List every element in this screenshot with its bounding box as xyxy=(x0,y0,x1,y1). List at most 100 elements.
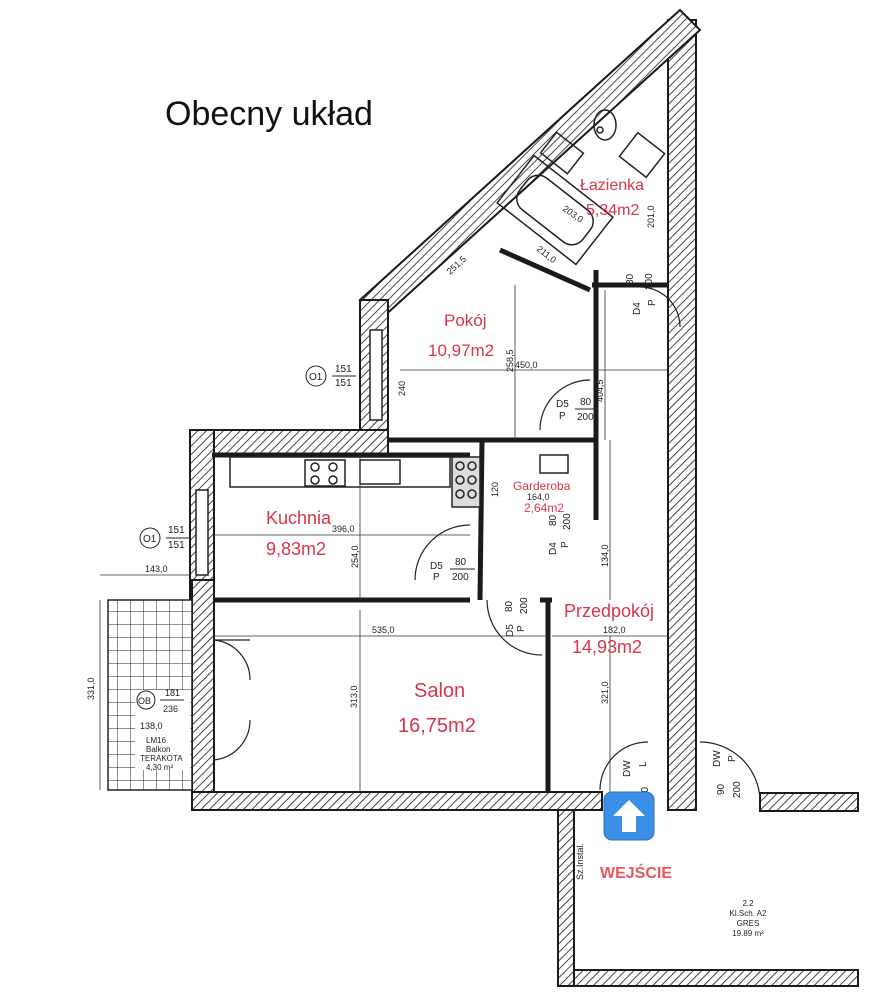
window-ob-h: 236 xyxy=(163,704,178,714)
room-area-garderoba: 2,64m2 xyxy=(524,501,564,515)
toilet xyxy=(593,109,617,141)
window-tag-o1-top: O1 151 151 xyxy=(305,364,356,389)
bottom-wall xyxy=(191,791,603,811)
svg-text:L: L xyxy=(638,761,649,767)
dim-254: 254,0 xyxy=(350,545,360,568)
diagonal-wall xyxy=(358,8,702,320)
dim-535: 535,0 xyxy=(372,625,395,635)
door-tag-dw-right: DW P 90 200 xyxy=(712,750,743,798)
svg-text:D5: D5 xyxy=(430,561,443,572)
svg-text:DW: DW xyxy=(712,750,723,767)
dim-321: 321,0 xyxy=(600,681,610,704)
svg-text:P: P xyxy=(560,541,571,548)
svg-text:200: 200 xyxy=(452,572,469,583)
svg-text:P: P xyxy=(647,299,658,306)
bathroom-fixtures xyxy=(496,109,666,266)
svg-text:OB: OB xyxy=(138,696,151,706)
svg-text:90: 90 xyxy=(716,783,727,795)
svg-text:80: 80 xyxy=(455,557,467,568)
dim-258: 258,5 xyxy=(505,349,515,372)
room-area-przedpokoj: 14,93m2 xyxy=(572,637,642,657)
svg-text:D4: D4 xyxy=(632,302,643,315)
up-arrow-icon xyxy=(613,800,645,832)
bottom-right-wall xyxy=(759,792,859,812)
page-title: Obecny układ xyxy=(165,95,373,133)
entrance-arrow xyxy=(603,791,655,841)
svg-text:200: 200 xyxy=(732,781,743,798)
svg-text:P: P xyxy=(433,572,440,583)
window-frames xyxy=(195,329,383,576)
dim-143: 143,0 xyxy=(145,564,168,574)
dim-138: 138,0 xyxy=(140,721,163,731)
dim-404: 404,5 xyxy=(595,379,605,402)
neighbor-floor: GRES xyxy=(737,919,760,928)
bathtub xyxy=(496,154,614,266)
dim-203: 203,0 xyxy=(561,203,585,224)
window-tag-ob: OB 181 236 xyxy=(136,688,184,714)
room-area-pokoj: 10,97m2 xyxy=(428,341,494,360)
dimension-lines xyxy=(99,285,668,792)
svg-text:P: P xyxy=(727,755,738,762)
svg-text:80: 80 xyxy=(504,600,515,612)
neighbor-type: Kl.Sch. A2 xyxy=(730,909,767,918)
interior-walls xyxy=(212,247,668,792)
room-area-salon: 16,75m2 xyxy=(398,715,476,737)
kitchen-counter xyxy=(229,454,569,508)
neighbor-area: 19.89 m² xyxy=(732,929,764,938)
dim-164: 164,0 xyxy=(527,492,550,502)
window-o1-kitchen-w: 151 xyxy=(168,525,185,536)
dim-120: 120 xyxy=(490,482,500,497)
room-name-garderoba: Garderoba xyxy=(513,479,571,493)
svg-text:DW: DW xyxy=(622,760,633,777)
neighbor-number: 2.2 xyxy=(742,899,754,908)
window-o1-kitchen-h: 151 xyxy=(168,540,185,551)
walls xyxy=(189,8,859,987)
svg-text:D4: D4 xyxy=(548,542,559,555)
wardrobe-sink xyxy=(539,454,569,474)
neighbor-room-info: 2.2 Kl.Sch. A2 GRES 19.89 m² xyxy=(730,899,767,938)
dim-201: 201,0 xyxy=(646,205,656,228)
room-area-kuchnia: 9,83m2 xyxy=(266,539,326,559)
window-tag-o1-kitchen: O1 151 151 xyxy=(139,525,190,551)
room-area-lazienka: 5,34m2 xyxy=(586,202,639,219)
salon-left-wall xyxy=(191,579,215,806)
room-name-salon: Salon xyxy=(414,680,465,702)
svg-text:P: P xyxy=(516,625,527,632)
window-o1-top-w: 151 xyxy=(335,364,352,375)
svg-text:D5: D5 xyxy=(505,624,516,637)
door-tag-d5-salon: D5 P 80 200 xyxy=(504,597,530,637)
door-tag-d5-room: D5 P 80 200 xyxy=(556,397,598,423)
dim-396: 396,0 xyxy=(332,524,355,534)
svg-text:P: P xyxy=(559,411,566,422)
balcony-floor: TERAKOTA xyxy=(140,754,183,763)
sink xyxy=(539,131,585,175)
balcony-info: LM16 Balkon TERAKOTA 4,30 m² xyxy=(140,736,183,772)
door-swings xyxy=(213,286,761,801)
svg-text:D5: D5 xyxy=(556,399,569,410)
balcony-name: Balkon xyxy=(146,745,170,754)
entrance-label: WEJŚCIE xyxy=(600,863,672,882)
window-ob-w: 181 xyxy=(165,688,180,698)
dim-331: 331,0 xyxy=(86,677,96,700)
svg-text:200: 200 xyxy=(577,412,594,423)
dim-182: 182,0 xyxy=(603,625,626,635)
svg-text:200: 200 xyxy=(519,597,530,614)
svg-text:80: 80 xyxy=(580,397,592,408)
balcony-area: 4,30 m² xyxy=(146,763,173,772)
window-o1-top-h: 151 xyxy=(335,378,352,389)
room-name-lazienka: Łazienka xyxy=(580,177,644,194)
right-wall xyxy=(667,19,697,811)
door-tag-d5-kitchen: D5 P 80 200 xyxy=(430,557,475,583)
neighbor-bottom-wall xyxy=(559,969,859,987)
room-name-przedpokoj: Przedpokój xyxy=(564,601,654,621)
svg-text:80: 80 xyxy=(548,514,559,526)
svg-text:O1: O1 xyxy=(309,372,323,383)
dimension-labels: 203,0 211,0 251,5 201,0 258,5 450,0 240 … xyxy=(86,203,656,731)
dim-450: 450,0 xyxy=(515,360,538,370)
room-labels: Łazienka 5,34m2 Pokój 10,97m2 Kuchnia 9,… xyxy=(266,177,654,737)
installation-label: Sz.Instal. xyxy=(575,843,585,880)
svg-text:200: 200 xyxy=(644,273,655,290)
neighbor-left-wall xyxy=(557,809,575,987)
kitchen-top-wall xyxy=(189,429,389,455)
